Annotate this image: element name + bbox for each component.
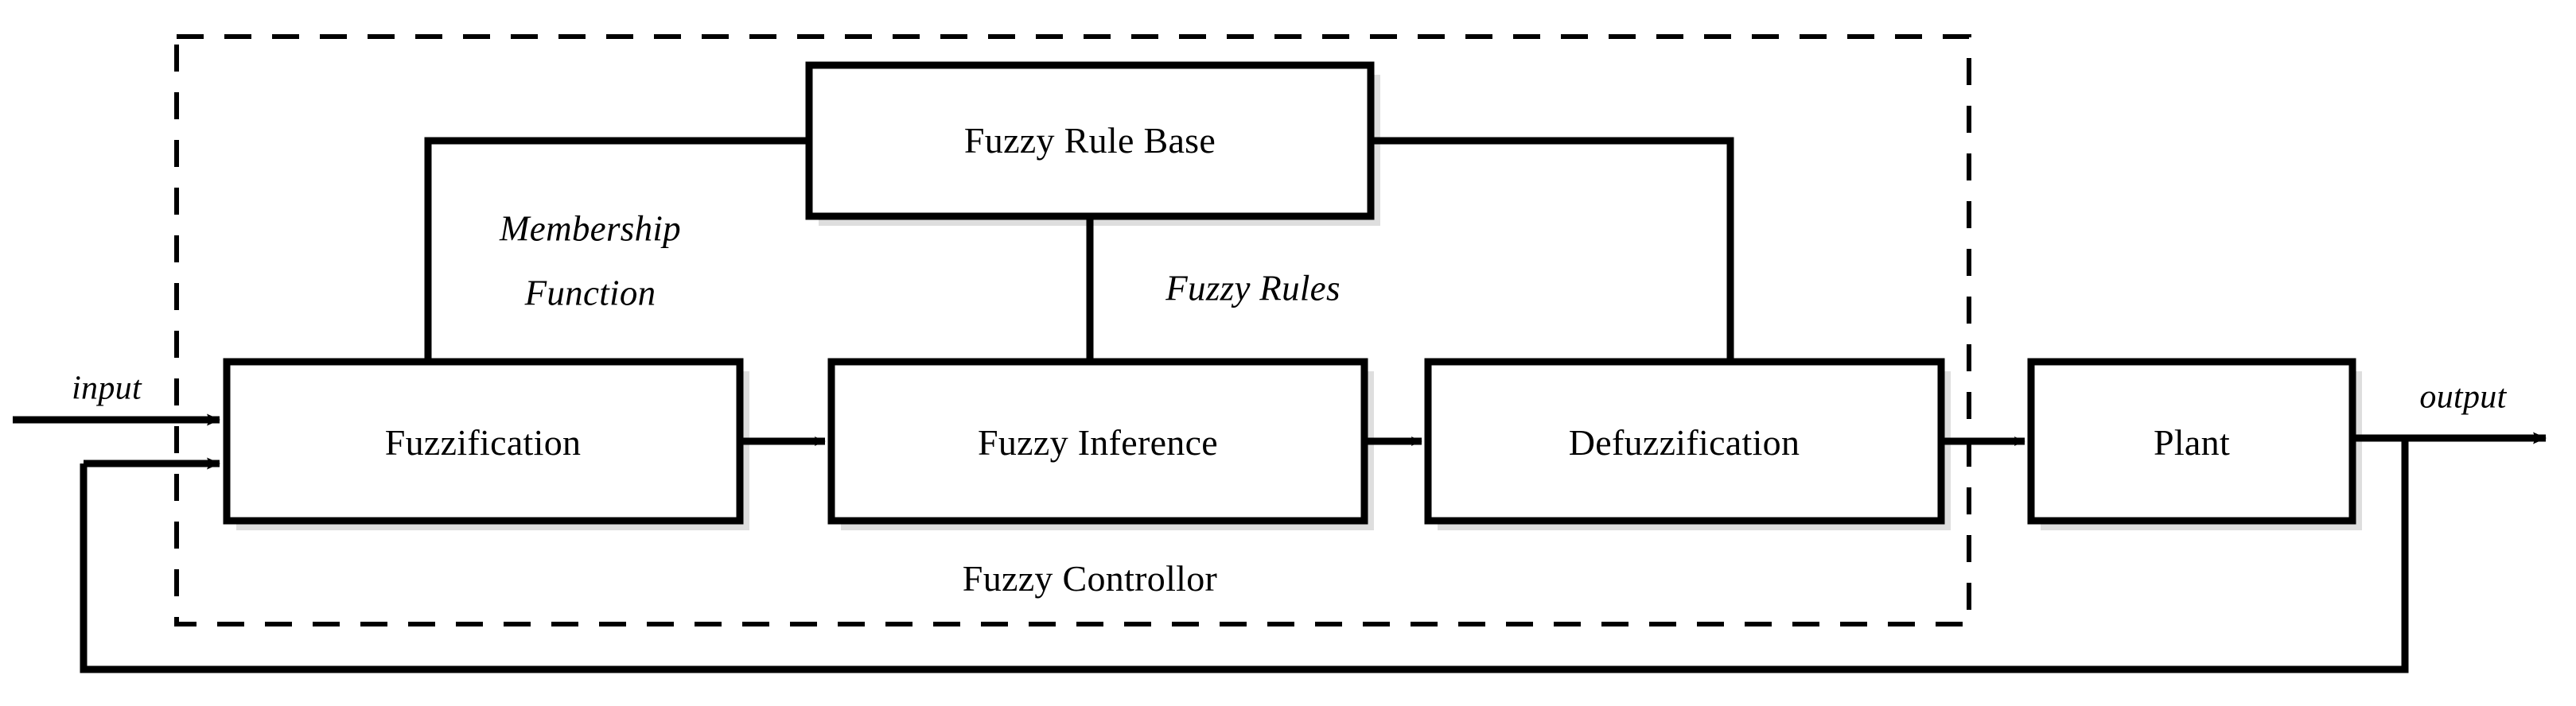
- block-fuzzification: [223, 358, 744, 525]
- io-label-output: output: [2419, 378, 2507, 416]
- block-label-fuzzy-rule-base: Fuzzy Rule Base: [963, 120, 1216, 161]
- block-fuzzy-rule-base: [805, 61, 1375, 220]
- edge-label-membership-function-line2: Function: [524, 273, 656, 313]
- group-label-fuzzy-controller: Fuzzy Controllor: [962, 558, 1218, 599]
- block-label-fuzzy-inference: Fuzzy Inference: [977, 422, 1219, 464]
- line-rulebase-to-defuzzification: [1371, 137, 1734, 362]
- signal-arrows: [13, 413, 2547, 470]
- connector-lines: [424, 137, 1734, 362]
- edge-label-fuzzy-rules: Fuzzy Rules: [1165, 268, 1341, 308]
- line-rulebase-to-fuzzification: [424, 137, 809, 362]
- io-label-input: input: [72, 370, 142, 407]
- block-defuzzification: [1424, 358, 1945, 525]
- block-label-defuzzification: Defuzzification: [1568, 422, 1800, 464]
- edge-label-membership-function-line1: Membership: [500, 208, 681, 249]
- block-label-plant: Plant: [2153, 422, 2231, 464]
- feedback-path: [80, 438, 2409, 673]
- block-label-fuzzification: Fuzzification: [384, 422, 582, 464]
